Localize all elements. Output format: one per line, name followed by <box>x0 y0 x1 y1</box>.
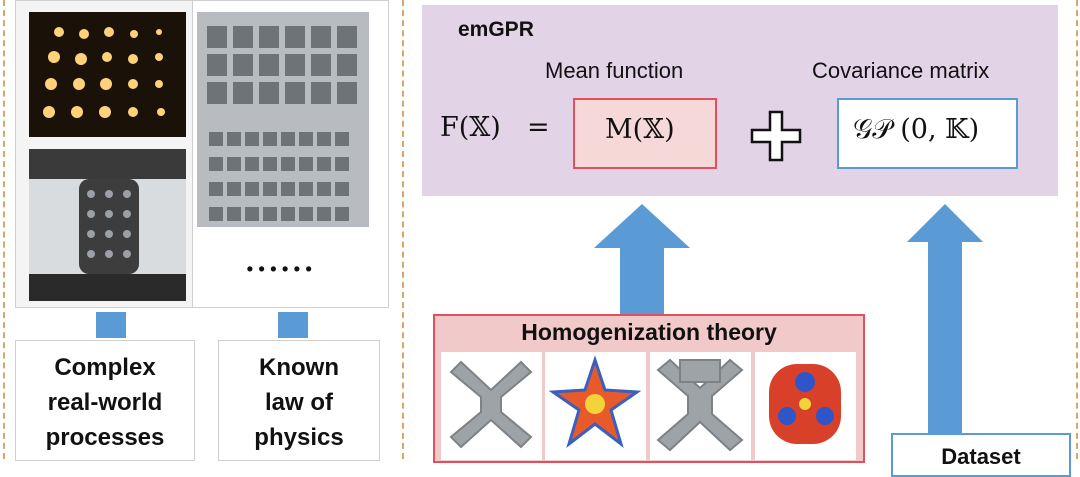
homog-tile-1 <box>441 352 542 460</box>
star-surface-icon <box>548 355 642 449</box>
real-world-line-2: real-world <box>47 389 163 416</box>
physics-box: Known law of physics <box>218 340 380 461</box>
homogenization-title: Homogenization theory <box>521 319 777 345</box>
covariance-box: 𝒢𝒫 (0, 𝕂) <box>837 98 1018 169</box>
photo-panel-physics: ...... <box>192 0 389 308</box>
homog-tile-3 <box>650 352 751 460</box>
lattice-samples-image <box>197 26 369 302</box>
led-array-image <box>43 27 165 118</box>
physics-line-2: law of <box>264 389 333 416</box>
left-dashed-border <box>3 0 5 459</box>
physics-line-1: Known <box>259 354 339 381</box>
stem-real-world <box>96 312 126 338</box>
physics-line-3: physics <box>254 424 344 451</box>
cross-lattice-icon <box>449 360 533 449</box>
ellipsis: ...... <box>245 245 316 278</box>
cube-surface-icon <box>769 364 841 444</box>
covariance-matrix-label: Covariance matrix <box>812 58 990 83</box>
emgpr-title: emGPR <box>458 18 534 41</box>
equation-equals: = <box>527 112 550 143</box>
real-world-line-3: processes <box>45 424 165 451</box>
plus-icon <box>750 110 802 162</box>
lattice-compression-photo <box>29 149 186 301</box>
mean-function-box: M(𝕏) <box>573 98 717 169</box>
arrow-up-dataset <box>907 204 983 434</box>
dataset-label: Dataset <box>941 444 1021 469</box>
lattice-compression-image <box>29 149 186 301</box>
homog-tile-2 <box>545 352 646 460</box>
arrow-up-homogenization <box>594 204 690 314</box>
equation-lhs: F(𝕏) <box>440 112 501 143</box>
stem-physics <box>278 312 308 338</box>
photo-panel-real-world <box>15 0 194 308</box>
homog-tile-4 <box>755 352 856 460</box>
mean-expression: M(𝕏) <box>605 114 675 145</box>
mean-function-label: Mean function <box>545 58 684 83</box>
cross-lattice-icon-2 <box>656 358 744 452</box>
led-array-photo <box>29 12 186 137</box>
real-world-box: Complex real-world processes <box>15 340 195 461</box>
real-world-line-1: Complex <box>54 354 156 381</box>
lattice-samples-photo <box>197 12 369 302</box>
middle-dashed-border <box>402 0 404 459</box>
right-dashed-border <box>1076 0 1078 459</box>
homogenization-panel: Homogenization theory <box>433 314 865 463</box>
covariance-expression: 𝒢𝒫 (0, 𝕂) <box>853 114 980 145</box>
dataset-box: Dataset <box>891 433 1071 477</box>
